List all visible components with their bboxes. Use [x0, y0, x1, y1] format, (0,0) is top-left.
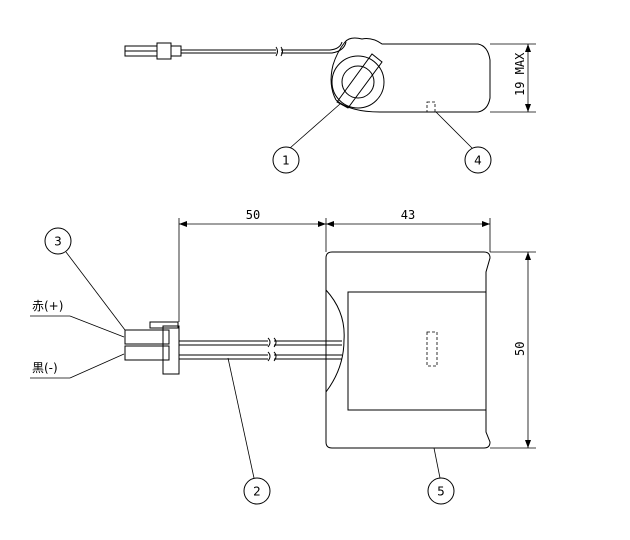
- front-view: 50 43 50 赤(+) 黒(-): [30, 208, 536, 505]
- front-battery-body: [325, 251, 491, 449]
- callout-1: 1: [272, 103, 341, 174]
- cell-label-area: [347, 291, 487, 411]
- svg-text:4: 4: [474, 154, 482, 168]
- top-wire: [181, 41, 347, 57]
- callout-5: 5: [427, 447, 455, 505]
- front-connector: [124, 321, 180, 375]
- dim-body-height: 50: [490, 251, 536, 449]
- front-marker: [426, 331, 438, 367]
- svg-text:3: 3: [54, 235, 62, 249]
- dim-wire-length: 50: [178, 208, 327, 322]
- top-connector: [124, 42, 182, 60]
- top-battery-body: [330, 37, 491, 113]
- svg-text:5: 5: [437, 485, 445, 499]
- dim-label-19max: 19 MAX: [513, 52, 527, 96]
- dim-label-50-wire: 50: [246, 208, 260, 222]
- dim-label-50-height: 50: [513, 342, 527, 356]
- callout-4: 4: [435, 111, 492, 174]
- dim-top-height: 19 MAX: [490, 43, 536, 113]
- wire-label-negative: 黒(-): [30, 353, 125, 379]
- svg-text:赤(+): 赤(+): [32, 299, 63, 313]
- svg-text:1: 1: [282, 154, 290, 168]
- callout-2: 2: [227, 357, 271, 505]
- dim-label-43: 43: [401, 208, 415, 222]
- svg-text:2: 2: [253, 485, 261, 499]
- callout-3: 3: [44, 227, 126, 331]
- cell-circle: [331, 55, 385, 109]
- front-wires: [179, 337, 342, 362]
- top-view: 19 MAX 1 4: [124, 37, 536, 174]
- wire-label-positive: 赤(+): [30, 299, 125, 338]
- label-marker: [426, 101, 436, 113]
- dim-body-width: 43: [326, 208, 491, 252]
- svg-text:黒(-): 黒(-): [32, 361, 58, 375]
